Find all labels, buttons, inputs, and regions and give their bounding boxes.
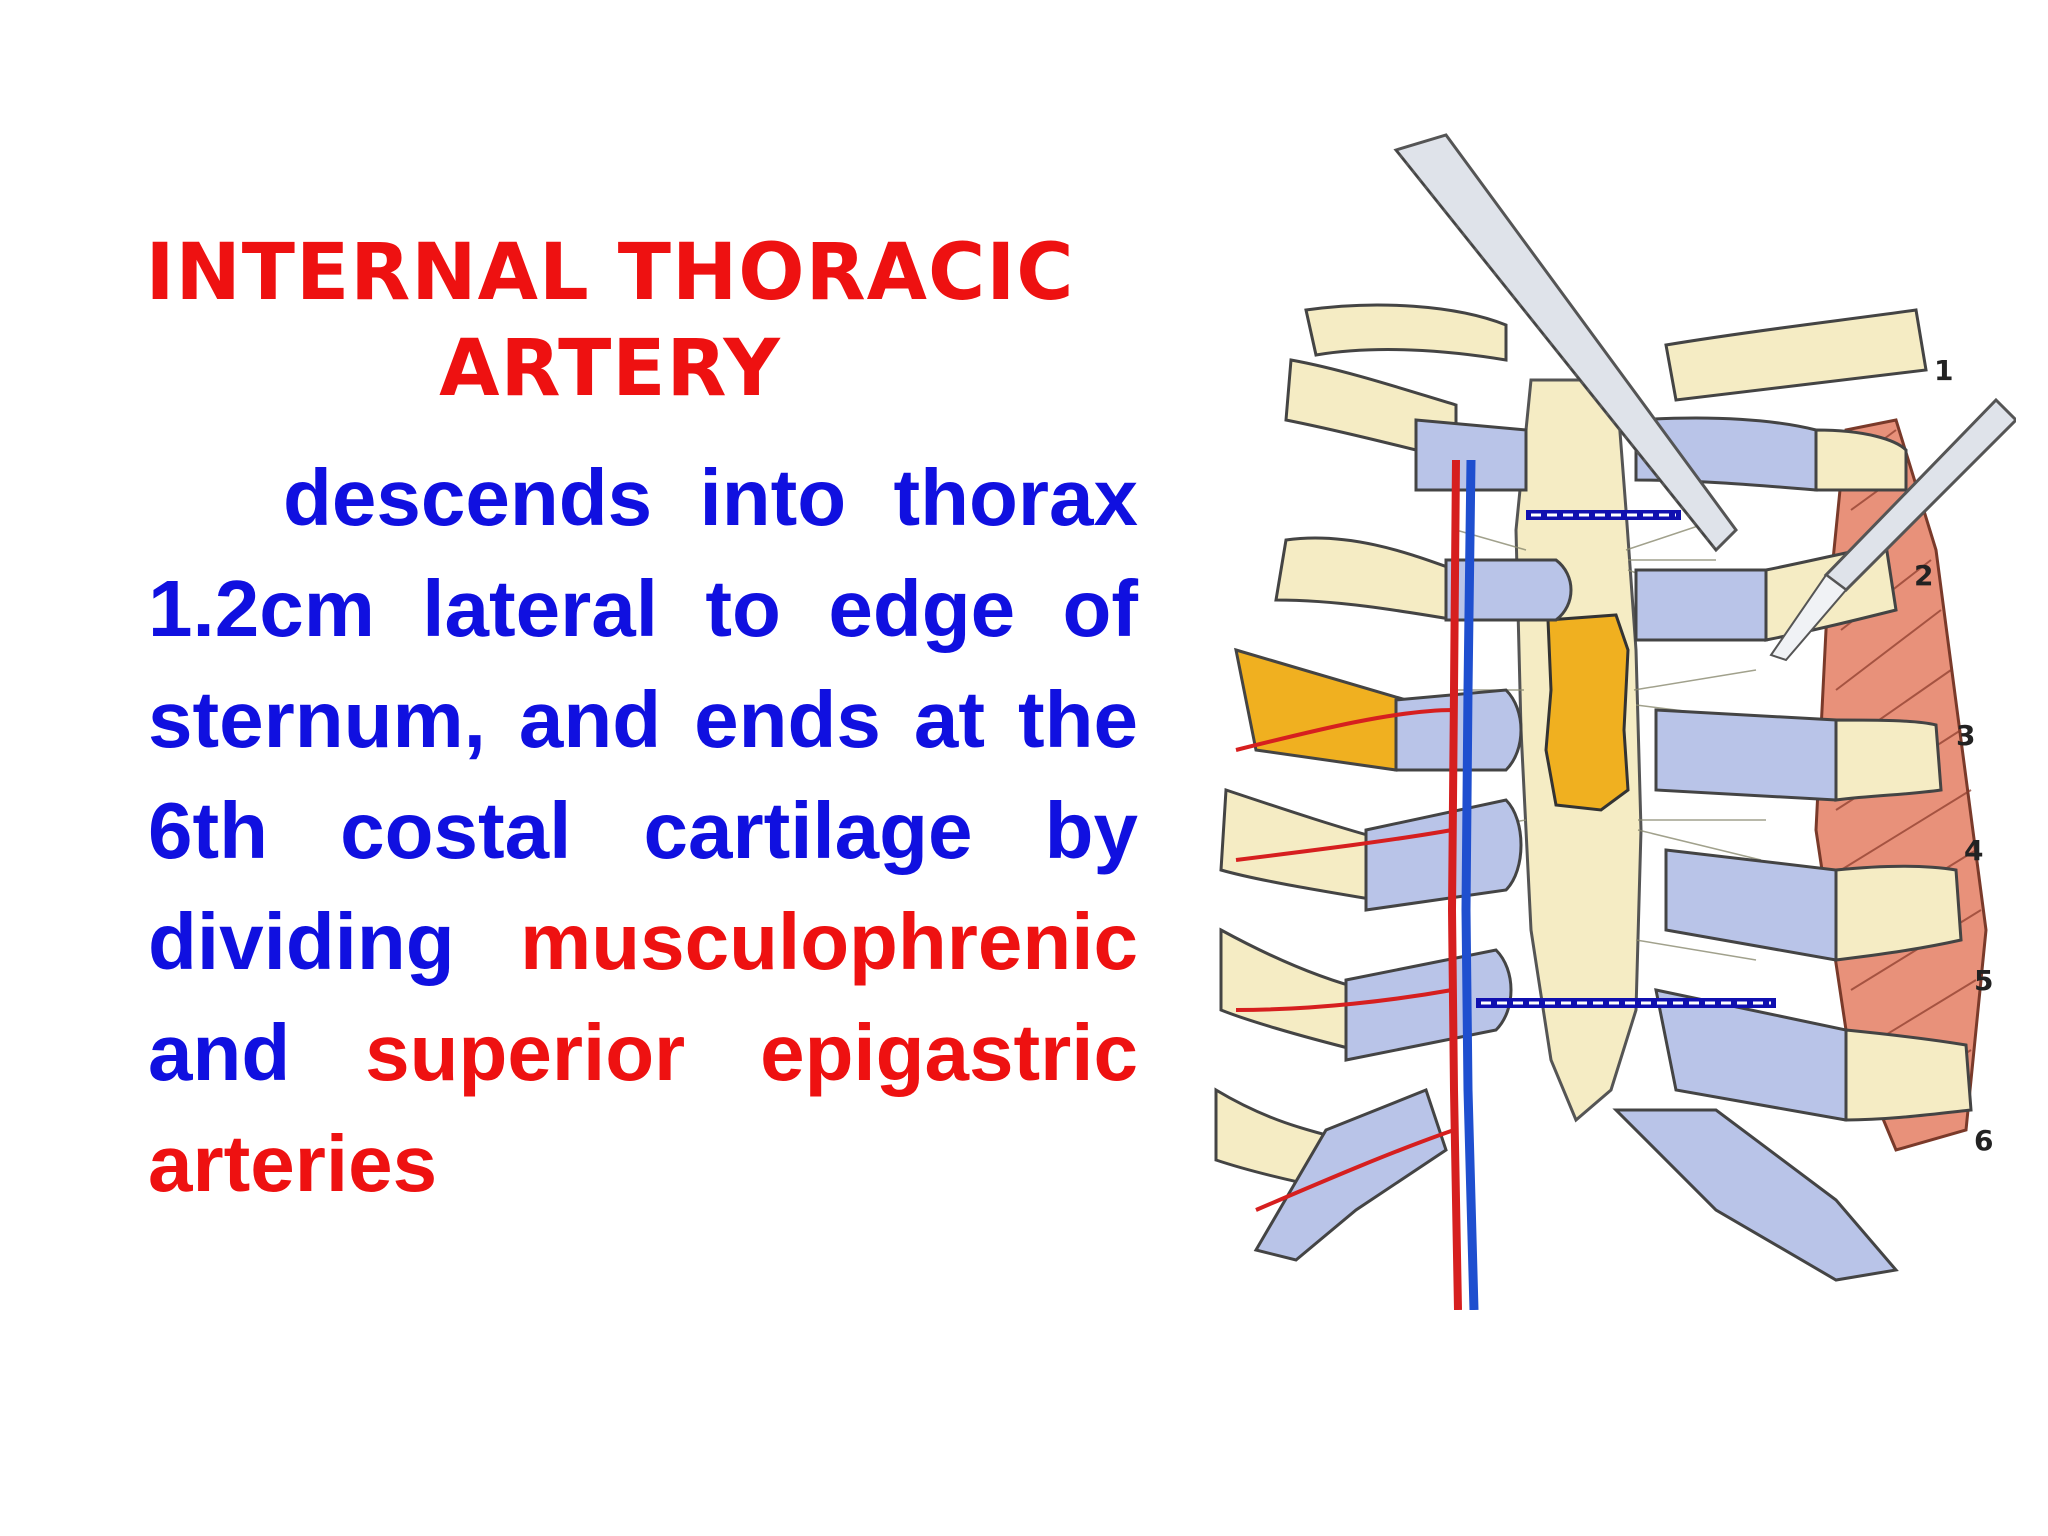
rib-number-5: 5 — [1974, 964, 1993, 997]
internal-thoracic-vessels — [1235, 459, 1479, 1310]
description-text: descends into thorax 1.2cm lateral to ed… — [148, 442, 1138, 1219]
cut-lines — [1476, 510, 1776, 1008]
sternum-marrow — [1544, 613, 1630, 812]
title-line-1: INTERNAL THORACIC — [145, 228, 1075, 318]
left-ribs — [1214, 303, 1573, 1262]
slide-title: INTERNAL THORACIC ARTERY — [110, 225, 1110, 417]
rib-number-1: 1 — [1934, 354, 1953, 387]
rib-number-3: 3 — [1956, 719, 1975, 752]
thoracic-wall-diagram: 1 2 3 4 5 6 — [1214, 133, 2016, 1310]
title-line-2: ARTERY — [439, 324, 781, 414]
term-superior-epigastric: superior epigastric arteries — [148, 1008, 1138, 1208]
saw-icon — [1393, 133, 1738, 553]
rib-number-6: 6 — [1974, 1124, 1993, 1157]
term-musculophrenic: musculophrenic — [520, 897, 1138, 986]
rib-number-2: 2 — [1914, 559, 1933, 592]
description-part-1: descends into thorax 1.2cm lateral to ed… — [148, 453, 1138, 986]
rib-number-4: 4 — [1964, 834, 1983, 867]
description-part-2: and — [148, 1008, 366, 1097]
rib-numbers: 1 2 3 4 5 6 — [1914, 354, 1993, 1157]
scalpel-icon — [1769, 397, 2016, 662]
